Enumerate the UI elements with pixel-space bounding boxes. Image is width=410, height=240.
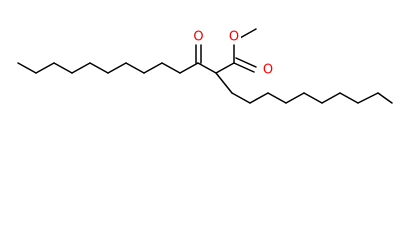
bond [179, 62, 199, 74]
bond [143, 62, 163, 74]
bond [377, 92, 393, 104]
bond [321, 92, 341, 104]
bond [357, 92, 379, 104]
bond [197, 62, 217, 74]
bond [215, 72, 233, 94]
ketone-oxygen-atom: O [192, 30, 206, 45]
bond [125, 62, 145, 74]
bond [35, 62, 55, 74]
ketone-oxygen-label: O [193, 30, 203, 45]
bond [17, 62, 37, 74]
carbonyl-oxygen-label: O [263, 63, 273, 78]
bond [71, 62, 91, 74]
bond [53, 62, 73, 74]
carbonyl-oxygen-atom: O [261, 63, 275, 78]
bond [267, 92, 287, 104]
bond [89, 62, 109, 74]
bond [231, 92, 251, 104]
bond [239, 28, 257, 39]
ether-oxygen-atom: O [227, 30, 241, 45]
ester-double-bond [233, 62, 255, 73]
ester-double-bond [235, 57, 257, 68]
bond [161, 62, 181, 74]
molecule-structure-diagram: O O O [17, 28, 393, 104]
bond [339, 92, 359, 104]
ether-oxygen-label: O [229, 30, 239, 45]
bond [249, 92, 269, 104]
bond [303, 92, 323, 104]
bond [215, 62, 235, 74]
bond [107, 62, 127, 74]
bond [285, 92, 305, 104]
